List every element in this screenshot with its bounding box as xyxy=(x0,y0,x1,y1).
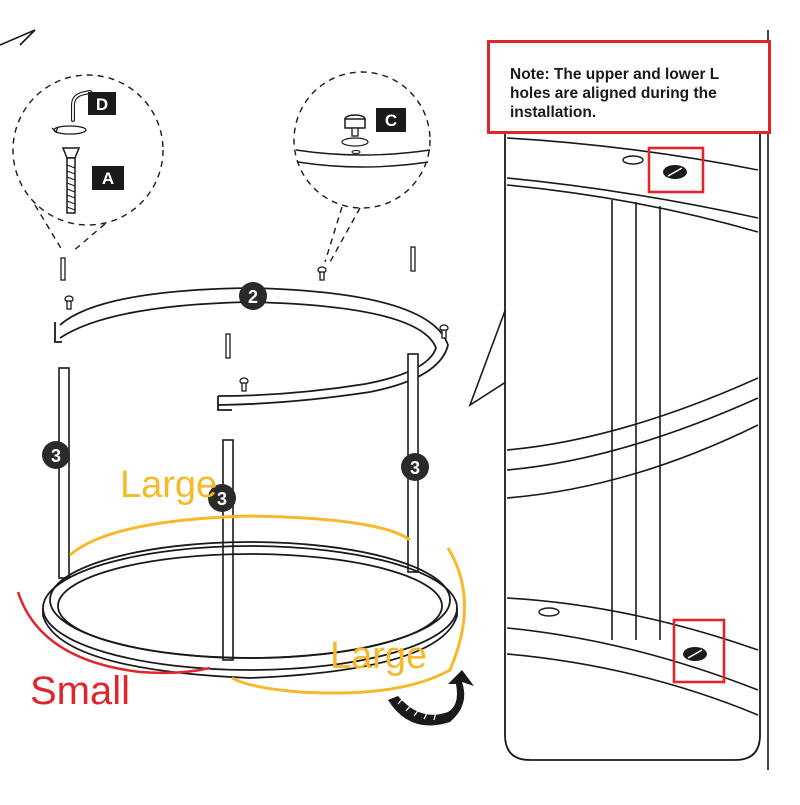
large-top-annotation: Large xyxy=(69,464,411,557)
top-bolts xyxy=(60,246,449,392)
detail-circle-c xyxy=(293,71,431,263)
allen-key-icon xyxy=(71,90,92,122)
badge-3-center-text: 3 xyxy=(217,489,227,509)
label-c: C xyxy=(376,108,406,132)
label-a: A xyxy=(92,166,124,190)
rotate-arrow-icon xyxy=(51,125,87,135)
large-top-text: Large xyxy=(120,464,217,506)
top-left-arrow xyxy=(0,29,36,46)
legs-part-3 xyxy=(58,353,419,661)
rotate-arrow-icon-large xyxy=(388,670,474,726)
upper-l-hole xyxy=(647,146,705,194)
note-line-1: Note: The upper and lower L xyxy=(510,66,720,83)
bottom-ring xyxy=(42,541,458,679)
note-line-3: installation. xyxy=(510,104,597,121)
installation-note: Note: The upper and lower L holes are al… xyxy=(487,40,771,134)
small-annotation: Small xyxy=(16,591,211,713)
lower-l-hole xyxy=(672,618,726,684)
note-line-2: holes are aligned during the xyxy=(510,85,717,102)
label-d: D xyxy=(88,92,116,115)
bolt-c-icon xyxy=(341,114,369,154)
label-a-text: A xyxy=(102,169,114,188)
callout-pointer xyxy=(468,299,510,407)
badge-2: 2 xyxy=(239,282,267,310)
detail-circle-d-a xyxy=(12,74,164,253)
badge-2-text: 2 xyxy=(248,287,258,307)
label-d-text: D xyxy=(96,95,108,114)
badge-3-left: 3 xyxy=(42,441,70,469)
badge-3-left-text: 3 xyxy=(51,446,61,466)
badge-3-right: 3 xyxy=(401,453,429,481)
large-bottom-annotation: Large xyxy=(231,547,466,695)
badge-3-center: 3 xyxy=(208,484,236,512)
top-ring-part-2 xyxy=(54,287,449,411)
large-bottom-text: Large xyxy=(330,635,427,677)
bolt-a-icon xyxy=(61,147,81,214)
badge-3-right-text: 3 xyxy=(410,458,420,478)
detail-panel xyxy=(504,30,769,770)
small-text: Small xyxy=(30,669,130,713)
label-c-text: C xyxy=(385,111,397,130)
